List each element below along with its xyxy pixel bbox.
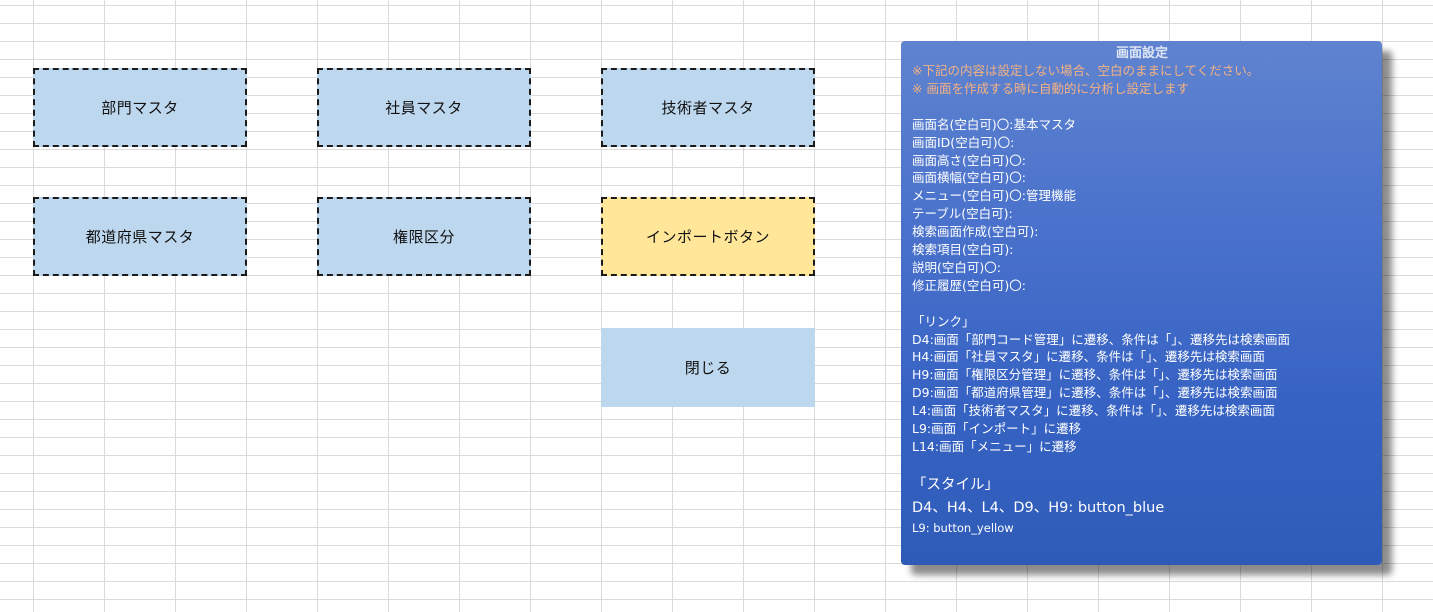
link-rule: L14:画面「メニュー」に遷移 (912, 439, 1077, 454)
settings-field: 画面ID(空白可)〇: (912, 134, 1015, 150)
todofuken-master-button[interactable]: 都道府県マスタ (33, 197, 247, 276)
import-label: インポートボタン (645, 228, 770, 246)
settings-field: 画面横幅(空白可)〇: (912, 170, 1026, 186)
settings-title: 画面設定 (1115, 46, 1168, 61)
gijutsusha-master-label: 技術者マスタ (661, 99, 755, 117)
settings-field: 修正履歴(空白可)〇: (912, 277, 1026, 293)
settings-note: ※下記の内容は設定しない場合、空白のままにしてください。 (912, 63, 1260, 78)
shain-master-button[interactable]: 社員マスタ (317, 68, 531, 147)
link-rule: L4:画面「技術者マスタ」に遷移、条件は「」、遷移先は検索画面 (912, 403, 1275, 419)
settings-field: 説明(空白可)〇: (912, 259, 1001, 275)
link-rule: H9:画面「権限区分管理」に遷移、条件は「」、遷移先は検索画面 (912, 367, 1278, 383)
style-yellow-rule: L9: button_yellow (912, 520, 1014, 535)
settings-field: メニュー(空白可)〇:管理機能 (912, 188, 1076, 204)
spacer (912, 98, 1372, 116)
shain-master-label: 社員マスタ (385, 99, 463, 117)
settings-note: ※ 画面を作成する時に自動的に分析し設定します (912, 80, 1189, 96)
style-blue-rule: D4、H4、L4、D9、H9: button_blue (912, 499, 1165, 516)
settings-field: 画面名(空白可)〇:基本マスタ (912, 116, 1076, 132)
link-rule: H4:画面「社員マスタ」に遷移、条件は「」、遷移先は検索画面 (912, 349, 1265, 365)
link-rule: D4:画面「部門コード管理」に遷移、条件は「」、遷移先は検索画面 (912, 331, 1291, 347)
link-rule: D9:画面「都道府県管理」に遷移、条件は「」、遷移先は検索画面 (912, 385, 1278, 401)
spacer (912, 456, 1372, 474)
settings-field: 画面高さ(空白可)〇: (912, 152, 1026, 168)
link-header: 「リンク」 (912, 313, 975, 329)
link-rule: L9:画面「インポート」に遷移 (912, 421, 1082, 437)
bumon-master-label: 部門マスタ (101, 99, 179, 117)
settings-field: 検索画面作成(空白可): (912, 224, 1039, 240)
spacer (912, 295, 1372, 313)
screen-settings-panel[interactable]: 画面設定 ※下記の内容は設定しない場合、空白のままにしてください。 ※ 画面を作… (901, 41, 1382, 565)
style-header: 「スタイル」 (912, 476, 999, 493)
bumon-master-button[interactable]: 部門マスタ (33, 68, 247, 147)
gijutsusha-master-button[interactable]: 技術者マスタ (601, 68, 815, 147)
close-button[interactable]: 閉じる (601, 328, 815, 407)
kengen-kubun-button[interactable]: 権限区分 (317, 197, 531, 276)
settings-field: テーブル(空白可): (912, 206, 1013, 222)
settings-field: 検索項目(空白可): (912, 242, 1014, 258)
import-button[interactable]: インポートボタン (601, 197, 815, 276)
todofuken-master-label: 都道府県マスタ (85, 228, 195, 246)
close-label: 閉じる (684, 359, 732, 377)
kengen-kubun-label: 権限区分 (392, 228, 455, 246)
